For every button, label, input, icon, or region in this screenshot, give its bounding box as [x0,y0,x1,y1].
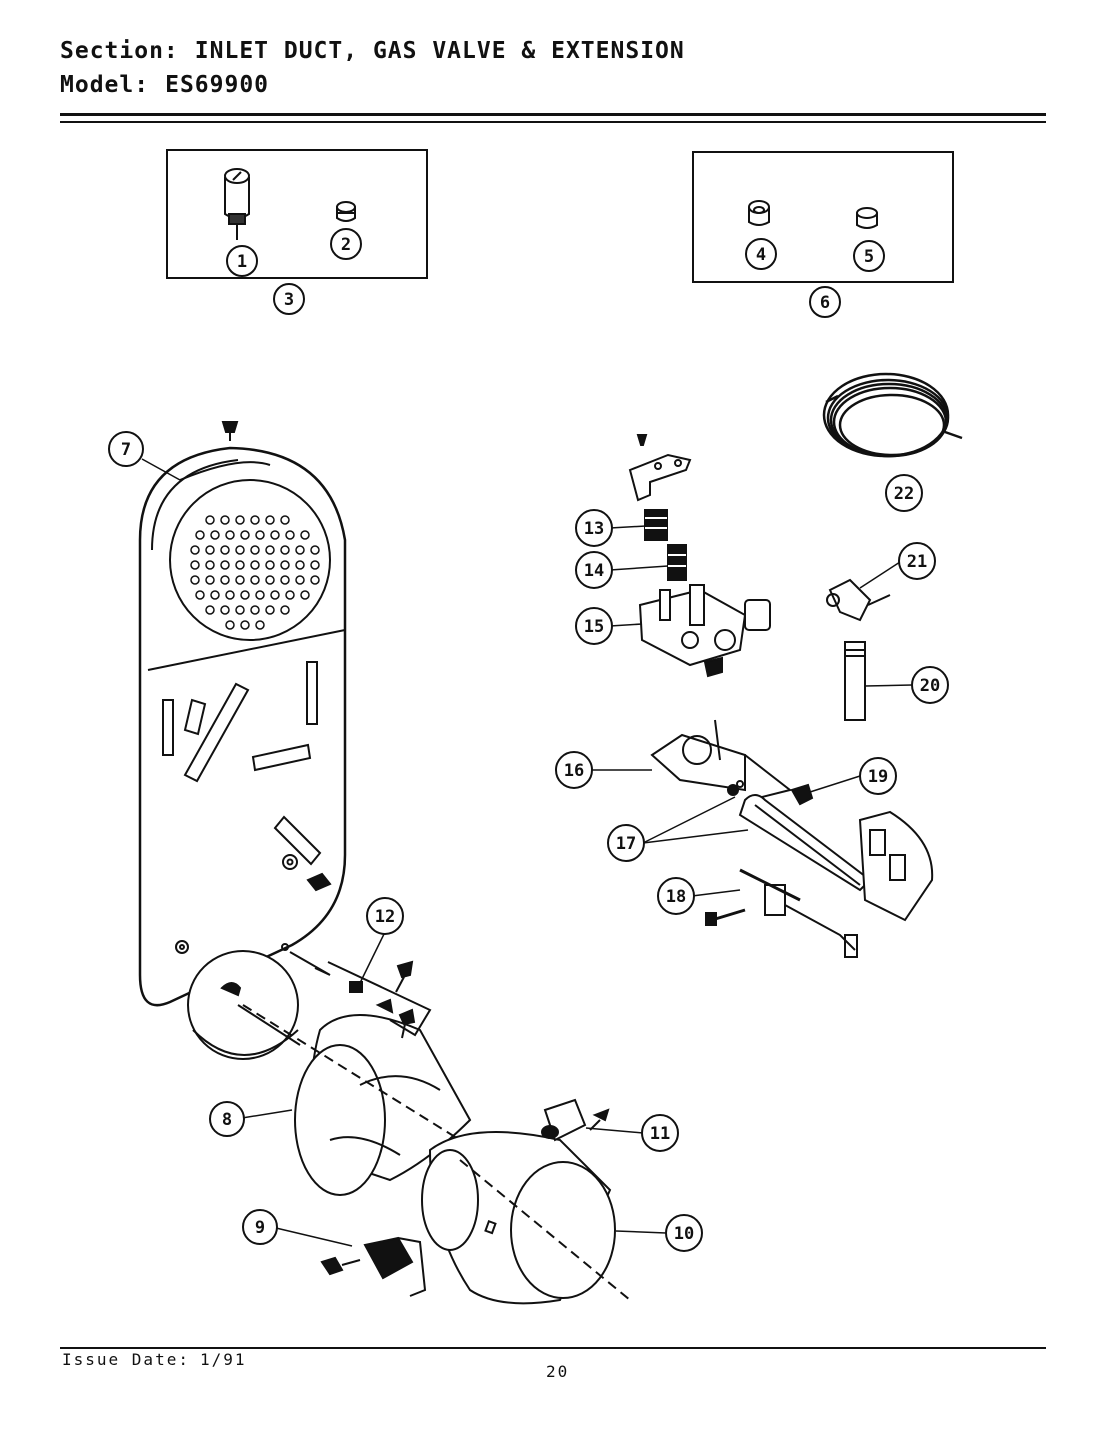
model-header: Model: ES69900 [60,72,269,98]
callout-11: 11 [641,1114,679,1152]
svg-text:6: 6 [820,293,830,313]
callout-19: 19 [859,757,897,795]
coil-part-14 [667,544,687,581]
switch-part-9 [320,1236,427,1297]
leader-lines [141,458,913,1247]
model-label: Model: [60,72,150,98]
svg-text:15: 15 [584,617,604,637]
svg-text:3: 3 [284,290,294,310]
bracket-part-18 [705,868,858,958]
svg-text:19: 19 [868,767,888,787]
svg-text:13: 13 [584,519,604,539]
bracket-part-16 [650,719,793,801]
callout-10: 10 [665,1214,703,1252]
svg-text:21: 21 [907,552,927,572]
pipe-part-20 [844,641,866,721]
kit-box-left [166,149,428,279]
valve-body-part-15 [638,584,771,678]
coil-part-13 [644,509,668,541]
header-rule-bottom [60,121,1046,123]
svg-text:11: 11 [650,1124,670,1144]
callout-7: 7 [108,431,144,467]
callout-21: 21 [898,542,936,580]
callout-15: 15 [575,607,613,645]
svg-text:14: 14 [584,561,604,581]
wire-harness-part-22 [822,372,963,458]
footer-rule [60,1347,1046,1349]
callout-14: 14 [575,551,613,589]
callout-3: 3 [273,283,305,315]
callout-5: 5 [853,240,885,272]
callout-20: 20 [911,666,949,704]
thermostat-part-11 [541,1098,610,1142]
callout-12: 12 [366,897,404,935]
orifice-part-5 [856,207,878,229]
duct-part-10 [421,1131,631,1305]
callout-17: 17 [607,824,645,862]
callout-9: 9 [242,1209,278,1245]
callout-2: 2 [330,228,362,260]
issue-date-value: 1/91 [199,1350,247,1369]
svg-text:22: 22 [894,484,914,504]
page-number: 20 [546,1362,570,1381]
callout-16: 16 [555,751,593,789]
callout-13: 13 [575,509,613,547]
svg-text:2: 2 [341,235,351,255]
header-rule-top [60,113,1046,116]
duct-extension-part-8 [237,1004,472,1196]
callout-8: 8 [209,1101,245,1137]
callout-4: 4 [745,238,777,270]
issue-date-label: Issue Date: [62,1350,190,1369]
ignitor-part-17 [727,784,934,922]
callout-6: 6 [809,286,841,318]
bracket-part-12 [327,960,432,1039]
svg-text:16: 16 [564,761,584,781]
svg-text:20: 20 [920,676,940,696]
svg-text:5: 5 [864,247,874,267]
elbow-part-21 [826,578,891,622]
section-title: INLET DUCT, GAS VALVE & EXTENSION [194,38,685,64]
svg-text:12: 12 [375,907,395,927]
orifice-part-2 [336,201,356,222]
svg-text:1: 1 [237,252,247,272]
svg-text:10: 10 [674,1224,694,1244]
gas-valve-bracket [628,434,692,502]
svg-text:7: 7 [121,440,131,460]
kit-box-right [692,151,954,283]
inlet-duct-panel [138,446,347,1060]
model-number: ES69900 [165,72,270,98]
callout-22: 22 [885,474,923,512]
panel-screw [221,421,239,441]
section-label: Section: [60,38,179,64]
svg-text:17: 17 [616,834,636,854]
issue-date: Issue Date: 1/91 [62,1350,257,1369]
svg-text:4: 4 [756,245,766,265]
callout-1: 1 [226,245,258,277]
section-header: Section: INLET DUCT, GAS VALVE & EXTENSIO… [60,38,685,64]
orifice-part-1 [224,168,250,240]
clip-part-19 [790,783,814,806]
svg-text:8: 8 [222,1110,232,1130]
svg-text:9: 9 [255,1218,265,1238]
orifice-part-4 [748,200,770,226]
svg-text:18: 18 [666,887,686,907]
callout-18: 18 [657,877,695,915]
callout-labels: 1 2 3 4 5 6 7 8 9 10 11 12 13 14 15 16 1… [108,228,949,1252]
